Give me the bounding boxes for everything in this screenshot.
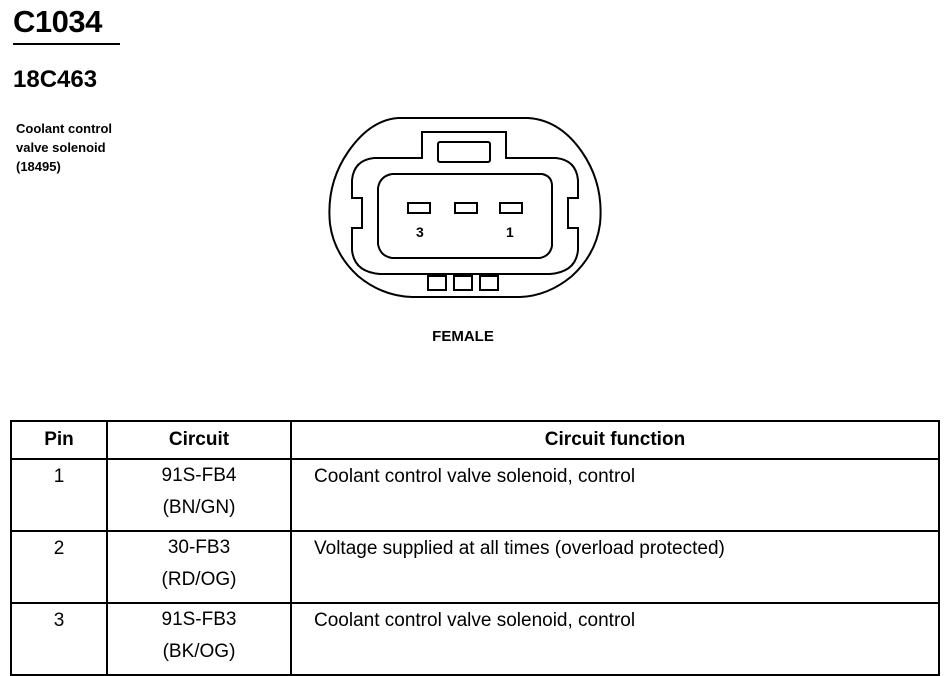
wire-color: (BK/OG) (162, 641, 236, 662)
part-number: 18C463 (13, 66, 98, 93)
keying-slot (427, 275, 447, 291)
pin-table: Pin Circuit Circuit function 1 91S-FB4 (… (10, 420, 940, 676)
connector-inner-body (351, 131, 579, 275)
connector-face-diagram: 3 1 (328, 117, 602, 298)
circuit-code: 91S-FB3 (161, 609, 237, 630)
circuit-code: 91S-FB4 (161, 465, 237, 486)
table-row: 2 30-FB3 (RD/OG) Voltage supplied at all… (10, 530, 940, 604)
circuit-cell: 91S-FB3 (BK/OG) (106, 602, 292, 676)
connector-latch (437, 141, 491, 163)
pin-terminal (454, 202, 478, 214)
pin-cell: 3 (10, 602, 108, 676)
function-cell: Coolant control valve solenoid, control (290, 458, 940, 532)
circuit-cell: 30-FB3 (RD/OG) (106, 530, 292, 604)
keying-slot (479, 275, 499, 291)
description-line: (18495) (16, 159, 61, 174)
circuit-cell: 91S-FB4 (BN/GN) (106, 458, 292, 532)
connector-id: C1034 (13, 4, 102, 39)
function-cell: Voltage supplied at all times (overload … (290, 530, 940, 604)
description-line: valve solenoid (16, 140, 106, 155)
column-header-function: Circuit function (290, 420, 940, 460)
connector-outer-housing (328, 117, 602, 298)
pin-terminal (499, 202, 523, 214)
pin-cell: 2 (10, 530, 108, 604)
pin-cell: 1 (10, 458, 108, 532)
keying-slot (453, 275, 473, 291)
wire-color: (BN/GN) (162, 497, 236, 518)
pin-terminal (407, 202, 431, 214)
column-header-circuit: Circuit (106, 420, 292, 460)
pin-label-left: 3 (416, 224, 424, 240)
wire-color: (RD/OG) (161, 569, 237, 590)
pin-cavity-area (377, 173, 553, 259)
column-header-pin: Pin (10, 420, 108, 460)
circuit-code: 30-FB3 (167, 537, 231, 558)
connector-gender-label: FEMALE (432, 328, 494, 345)
connector-id-underline (13, 43, 120, 45)
table-row: 3 91S-FB3 (BK/OG) Coolant control valve … (10, 602, 940, 676)
table-header-row: Pin Circuit Circuit function (10, 420, 940, 460)
function-cell: Coolant control valve solenoid, control (290, 602, 940, 676)
table-row: 1 91S-FB4 (BN/GN) Coolant control valve … (10, 458, 940, 532)
component-description: Coolant control valve solenoid (18495) (16, 119, 112, 176)
pin-label-right: 1 (506, 224, 514, 240)
description-line: Coolant control (16, 121, 113, 136)
